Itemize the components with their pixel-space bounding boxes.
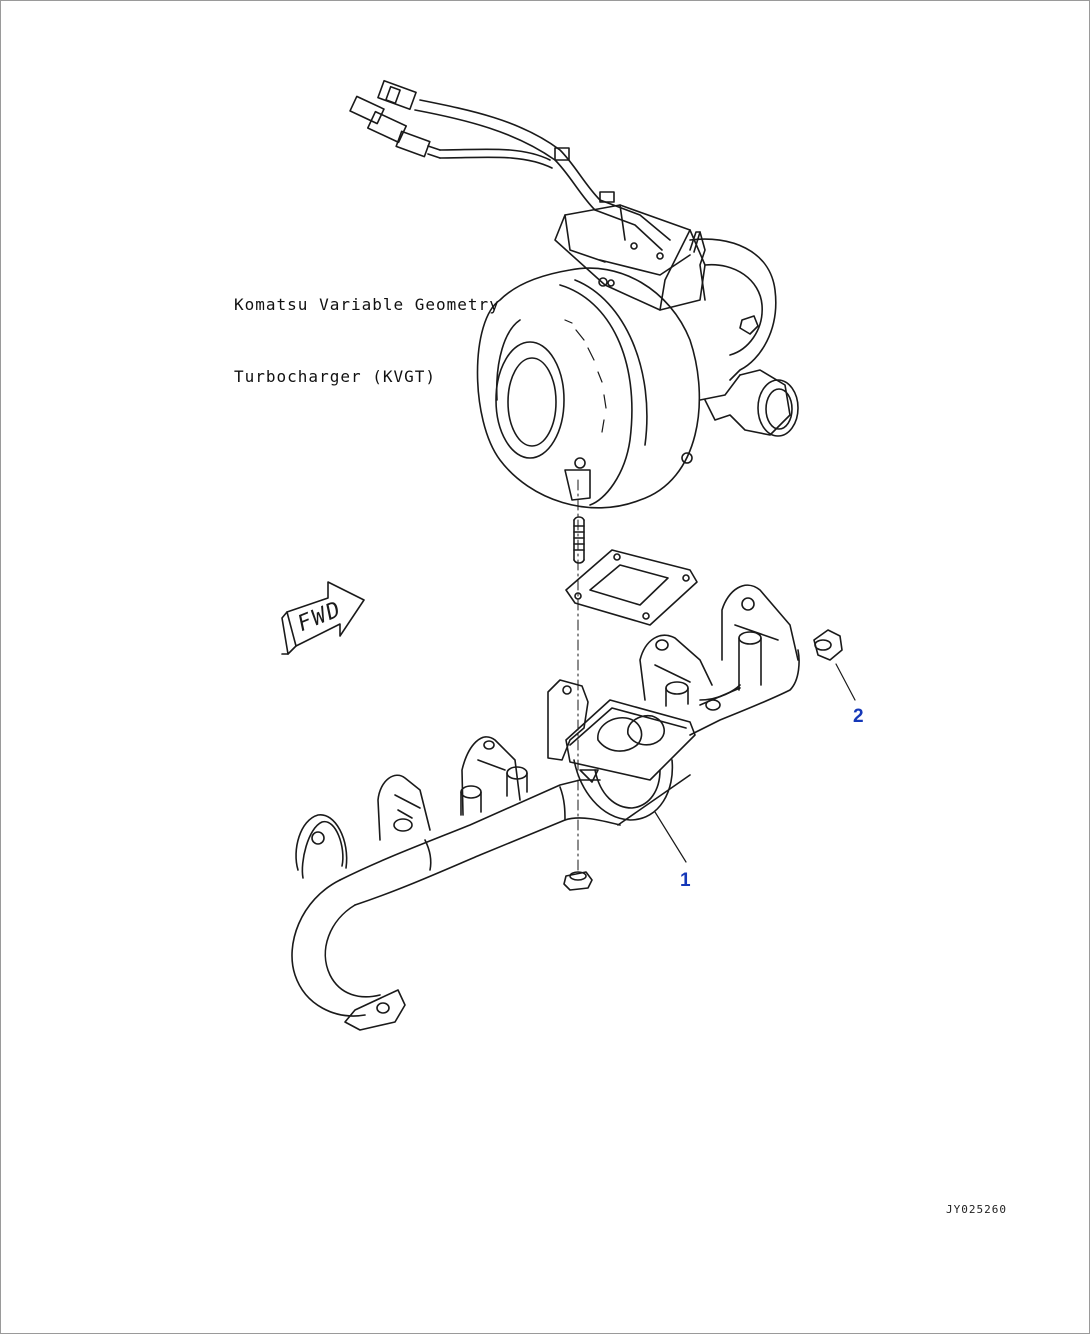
callout-1: 1	[680, 870, 691, 891]
turbocharger-label-line1: Komatsu Variable Geometry	[234, 295, 500, 314]
fwd-arrow	[281, 581, 365, 655]
sensor-harness	[349, 79, 671, 251]
turbocharger-label: Komatsu Variable Geometry Turbocharger (…	[234, 245, 500, 413]
leader-line-2	[835, 663, 856, 701]
exhaust-manifold	[291, 584, 800, 1031]
stud	[573, 516, 585, 564]
turbo-gasket	[565, 549, 698, 626]
turbocharger-label-line2: Turbocharger (KVGT)	[234, 367, 437, 386]
turbocharger-kvgt	[476, 204, 799, 509]
bottom-nut	[563, 871, 593, 891]
leader-line-1	[654, 811, 687, 863]
turbo-stamp-lettering	[564, 319, 607, 433]
fwd-label: FWD	[296, 595, 344, 638]
plug	[813, 629, 843, 661]
drawing-code: JY025260	[946, 1203, 1007, 1216]
callout-2: 2	[853, 706, 864, 727]
